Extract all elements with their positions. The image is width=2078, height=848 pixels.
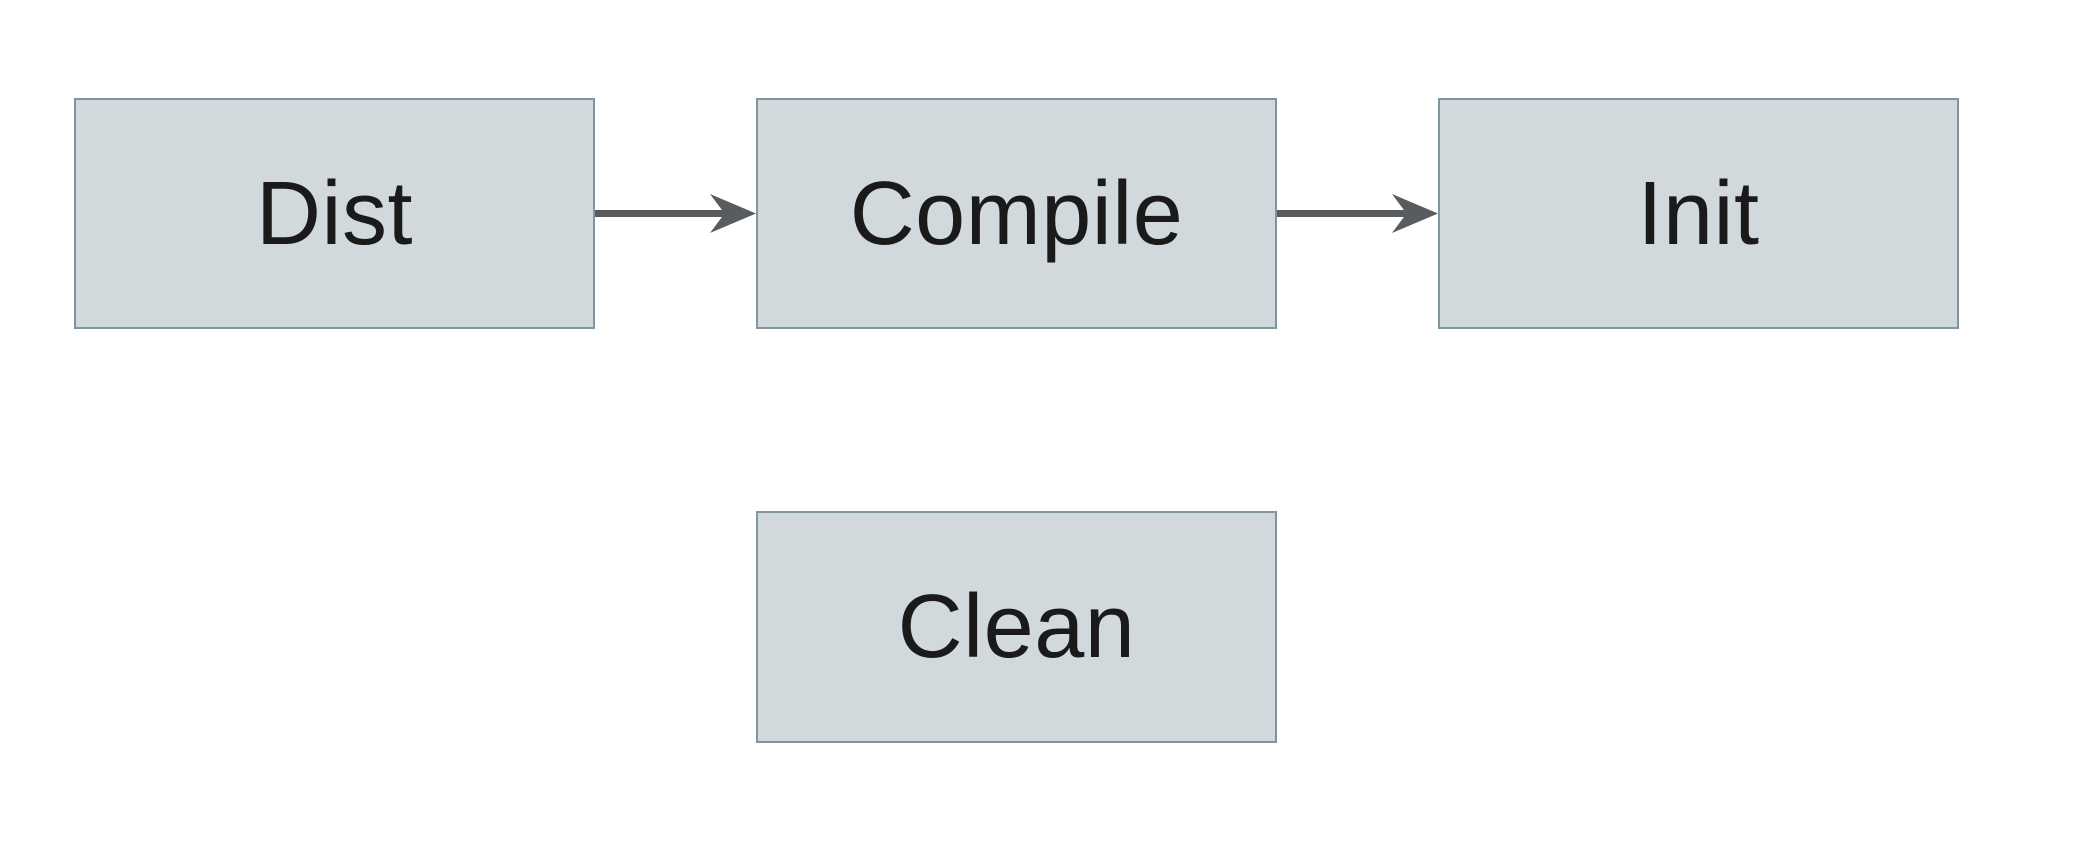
node-init: Init [1438,98,1959,329]
node-clean-label: Clean [897,577,1136,677]
arrowhead-icon [710,194,756,233]
node-dist: Dist [74,98,595,329]
node-compile-label: Compile [849,163,1184,264]
node-compile: Compile [756,98,1277,329]
node-dist-label: Dist [256,163,413,264]
node-clean: Clean [756,511,1277,743]
arrowhead-icon [1392,194,1438,233]
arrow-compile-to-init [1276,194,1438,233]
arrow-dist-to-compile [594,194,756,233]
node-init-label: Init [1637,163,1760,264]
